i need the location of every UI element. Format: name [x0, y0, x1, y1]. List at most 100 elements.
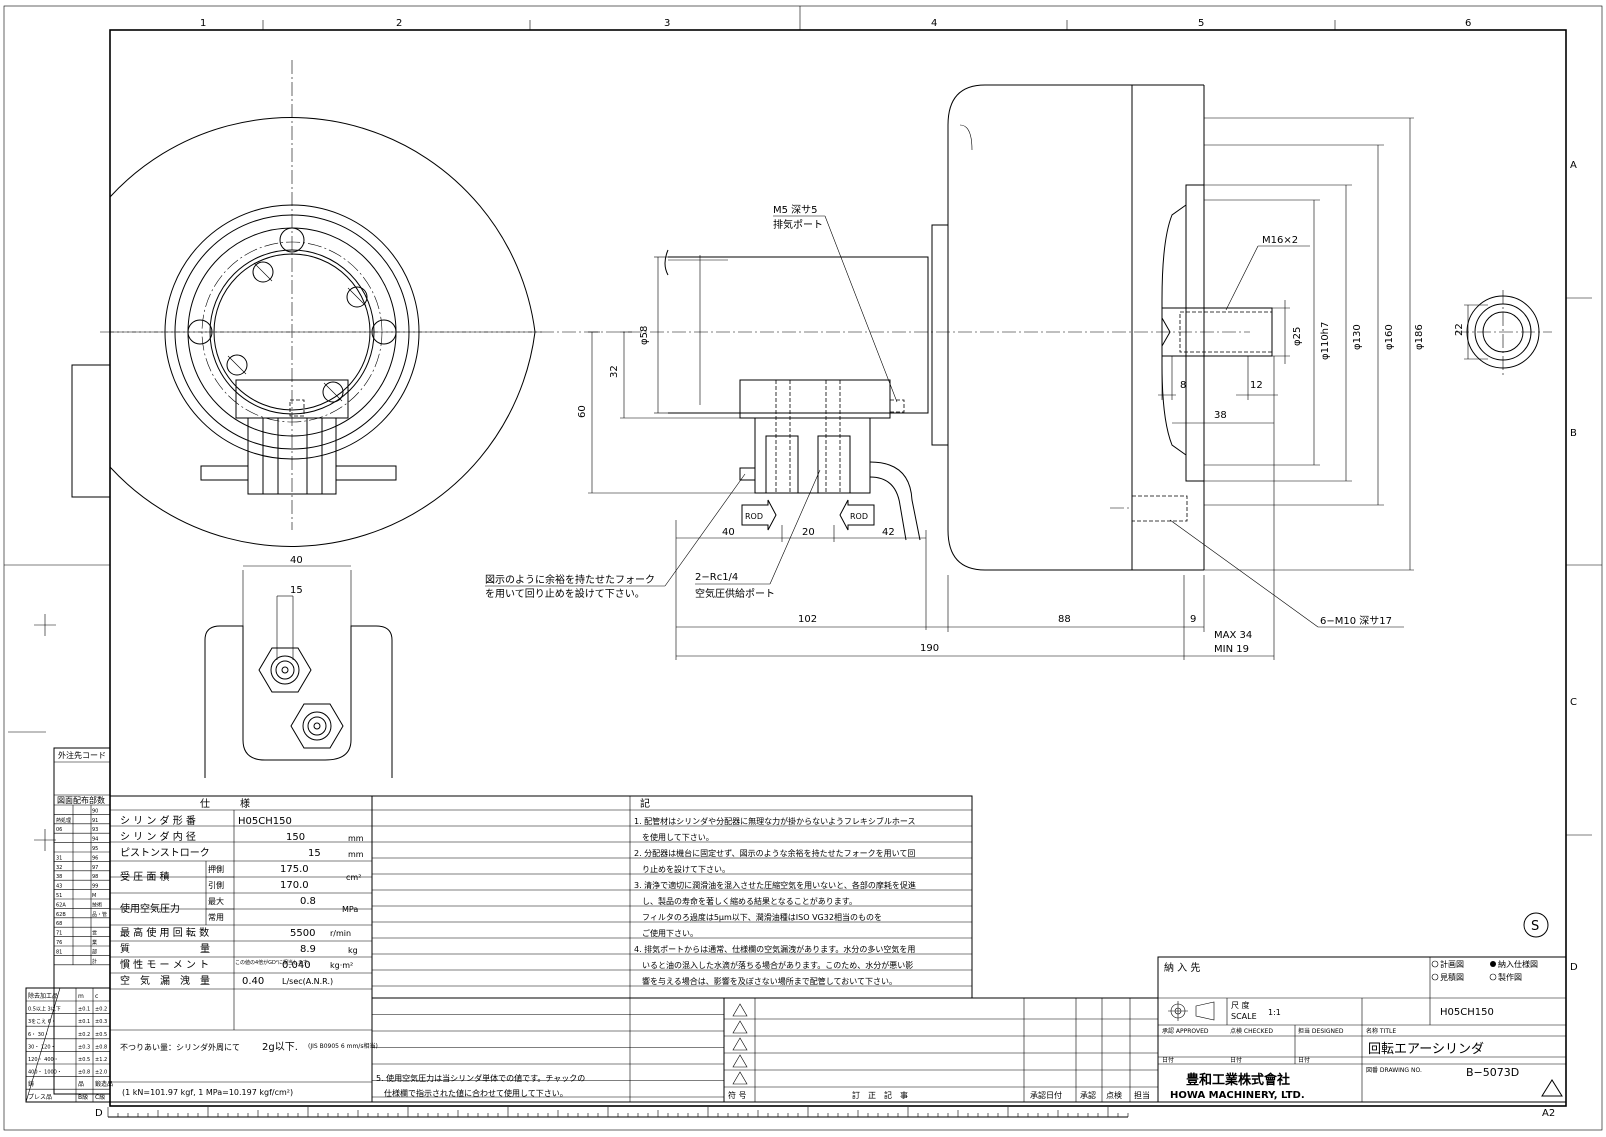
- bottom-view: 40 15: [204, 555, 393, 778]
- company-name-jp: 豊和工業株式會社: [1186, 1072, 1290, 1088]
- title-label: 名称 TITLE: [1366, 1027, 1396, 1035]
- tol-cell: ±0.2: [95, 1007, 107, 1013]
- scale-label-en: SCALE: [1231, 1012, 1257, 1021]
- dim-20: 20: [802, 527, 815, 538]
- spec-stroke-unit: mm: [348, 850, 364, 859]
- dimension-lines: φ58 32 60 40 20 42 102 88 9 190 φ186 φ16…: [577, 117, 1425, 660]
- s-mark-icon: [1523, 912, 1549, 938]
- spec-table: 仕 様 シ リ ン ダ 形 番 H05CH150 シ リ ン ダ 内 径 150…: [109, 795, 378, 1103]
- grid-row-c: C: [1570, 697, 1577, 708]
- spec-push-value: 175.0: [280, 864, 309, 875]
- note-fork-1: 図示のように余裕を持たせたフォーク: [485, 573, 655, 586]
- dist-row-count: 部: [92, 948, 97, 955]
- note-line-1: 1. 配管材はシリンダや分配器に無理な力が掛からないようフレキシブルホース: [634, 816, 915, 826]
- spec-runout-value: 2g以下.: [262, 1042, 298, 1053]
- spec-pull-label: 引側: [208, 880, 224, 890]
- revision-table: 符 号 訂 正 記 事 承認日付 承認 点検 担当: [723, 997, 1159, 1103]
- option-plan: 計画図: [1440, 959, 1464, 969]
- drawing-frame: [109, 29, 1567, 1107]
- tol-footer-1: 鍛造品: [95, 1080, 113, 1088]
- spec-model-value: H05CH150: [238, 816, 292, 827]
- note-5-line-1: 5. 使用空気圧力は当シリンダ単体での値です。チャックの: [376, 1073, 585, 1083]
- dist-row-count: 90: [92, 808, 98, 814]
- spec-pressure-label: 使用空気圧力: [120, 902, 180, 915]
- spec-max-label: 最大: [208, 896, 224, 906]
- dim-186: φ186: [1414, 324, 1425, 350]
- rev-date-label: 承認日付: [1030, 1090, 1062, 1100]
- spec-leak-unit: L/sec(A.N.R.): [282, 977, 333, 986]
- dim-9: 9: [1190, 614, 1196, 625]
- approved-label: 承認 APPROVED: [1162, 1027, 1209, 1035]
- sheet-size: A2: [1542, 1108, 1555, 1119]
- designed-label: 担当 DESIGNED: [1298, 1027, 1344, 1035]
- tol-cell: ±0.2: [78, 1032, 90, 1038]
- dim-160: φ160: [1384, 324, 1395, 350]
- spec-bore-unit: mm: [348, 834, 364, 843]
- dim-42: 42: [882, 527, 895, 538]
- dist-row-code: 76: [56, 940, 62, 946]
- tol-header: c: [95, 993, 98, 1000]
- spec-bore-label: シ リ ン ダ 内 径: [120, 830, 196, 843]
- dist-row-count: 技術: [92, 901, 102, 908]
- dist-row-count: 96: [92, 855, 98, 861]
- dim-38: 38: [1214, 410, 1227, 421]
- dim-25: φ25: [1292, 327, 1303, 346]
- spec-max-value: 0.8: [300, 896, 316, 907]
- dist-row-count: 品・管: [92, 911, 107, 918]
- tol-cell: ±0.3: [78, 1044, 90, 1050]
- s-mark: S: [1531, 919, 1539, 934]
- side-view: ROD ROD 22: [100, 84, 1552, 571]
- spec-speed-label: 最 高 使 用 回 転 数: [120, 926, 209, 939]
- right-grid: A B C D: [1566, 160, 1602, 973]
- spec-speed-value: 5500: [290, 928, 315, 939]
- projection-icon: [1168, 1001, 1215, 1021]
- rev-draw-label: 担当: [1134, 1090, 1150, 1100]
- tol-header: 除去加工品: [28, 992, 58, 1000]
- radio-estimate-icon: [1431, 973, 1439, 981]
- dim-88: 88: [1058, 614, 1071, 625]
- spec-unit-note: (1 kN=101.97 kgf, 1 MPa=10.197 kgf/cm²): [122, 1088, 293, 1097]
- dist-row-code: 31: [56, 855, 62, 861]
- title-block: 納 入 先 計画図 納入仕様図 見積図 製作図 尺 度 SCALE 1:1 H0…: [1157, 912, 1567, 1119]
- grid-row-b: B: [1570, 428, 1577, 439]
- revision-triangle-icon: [732, 1003, 748, 1017]
- note-line-8: ご使用下さい。: [634, 928, 698, 938]
- tol-cell: ±0.8: [95, 1044, 107, 1050]
- checked-label: 点検 CHECKED: [1230, 1027, 1273, 1035]
- spec-pull-value: 170.0: [280, 880, 309, 891]
- option-estimate: 見積図: [1440, 972, 1464, 982]
- dist-row-count: 95: [92, 846, 98, 852]
- tol-cell: ±1.2: [95, 1057, 107, 1063]
- spec-title: 仕 様: [200, 797, 250, 810]
- note-line-10: いると油の混入した水滴が落ちる場合があります。このため、水分が悪い影: [634, 960, 913, 970]
- dim-32: 32: [609, 365, 620, 378]
- note-m16: M16×2: [1262, 235, 1298, 246]
- dim-110: φ110h7: [1320, 322, 1331, 360]
- rev-check-label: 点検: [1106, 1090, 1122, 1100]
- note-rc: 2−Rc1/4: [695, 572, 738, 583]
- note-line-3: 2. 分配器は機台に固定せず、図示のような余裕を持たせたフォークを用いて回: [634, 848, 915, 858]
- note-line-6: し、製品の寿命を著しく縮める結果となることがあります。: [634, 896, 857, 906]
- note-m10: 6−M10 深サ17: [1320, 615, 1392, 627]
- revision-triangle-icon: [732, 1054, 748, 1068]
- tol-cell: 6・ 30・: [28, 1032, 49, 1038]
- note-line-5: 3. 清浄で適切に潤滑油を混入させた圧縮空気を用いないと、各部の摩耗を促進: [634, 880, 916, 890]
- annotations: M5 深サ5 排気ポート M16×2 図示のように余裕を持たせたフォーク を用い…: [485, 204, 1404, 655]
- date-label-2: 日付: [1230, 1056, 1242, 1064]
- spec-runout-label: 不つりあい量：シリンダ外周にて: [120, 1042, 240, 1052]
- radio-production-icon: [1489, 973, 1497, 981]
- tol-cell: 400・ 1000・: [28, 1070, 62, 1076]
- dist-row-code: 81: [56, 949, 62, 955]
- scale-label: 尺 度: [1231, 1000, 1250, 1010]
- revision-triangle-icon: [1541, 1079, 1563, 1097]
- grid-col-1: 1: [200, 18, 206, 29]
- spec-inertia-unit: kg·m²: [330, 961, 353, 970]
- grid-row-a: A: [1570, 160, 1577, 171]
- end-view: [109, 60, 545, 547]
- dist-row-code: 68: [56, 921, 62, 927]
- grid-bottom-letter: D: [95, 1108, 103, 1119]
- bottom-ruler: [107, 1107, 1129, 1118]
- tol-cell: ±2.0: [95, 1070, 107, 1076]
